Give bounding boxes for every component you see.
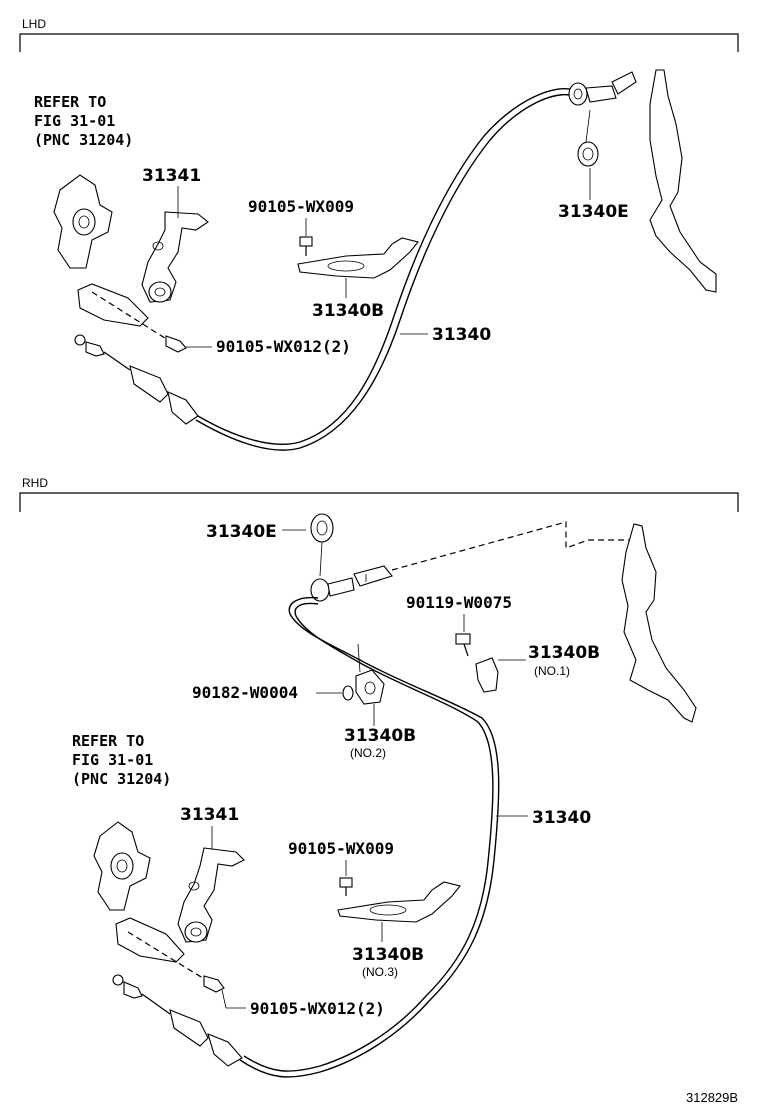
lhd-dash-line [91, 291, 169, 341]
lhd-section: LHD REFER TO FIG 31-01 (PNC 31204) 31341 [19, 17, 739, 451]
lhd-grommet-31340e [577, 109, 599, 200]
lhd-part-31340: 31340 [432, 325, 491, 345]
lhd-cable-31340 [195, 94, 576, 451]
lhd-cable-end-pedal [568, 71, 637, 106]
rhd-release-bracket [177, 847, 245, 943]
rhd-section: RHD 31340E 31340 90119-W0075 [19, 476, 739, 1078]
rhd-refer-line-3: (PNC 31204) [72, 770, 171, 788]
rhd-cable-end-pedal [310, 565, 393, 602]
rhd-note-no2: (NO.2) [350, 746, 386, 760]
lhd-part-bolt-wx012: 90105-WX012(2) [216, 337, 351, 356]
lhd-part-31340e: 31340E [558, 202, 629, 222]
lhd-refer-line-1: REFER TO [34, 93, 106, 111]
lhd-bolt-wx012 [165, 335, 212, 353]
rhd-clutch-fork [93, 821, 151, 911]
rhd-part-31340b-no2: 31340B [344, 726, 416, 746]
rhd-grommet-31340e [310, 513, 334, 577]
rhd-dash-line [127, 931, 207, 981]
lhd-part-31341: 31341 [142, 166, 201, 186]
rhd-part-31340b-no3: 31340B [352, 945, 424, 965]
rhd-part-w0004: 90182-W0004 [192, 683, 298, 702]
rhd-section-label: RHD [22, 476, 48, 490]
lhd-release-bracket [141, 211, 209, 303]
lhd-bracket-line [19, 33, 739, 52]
rhd-part-31340: 31340 [532, 808, 591, 828]
rhd-bracket-31340b-no3 [337, 881, 461, 923]
rhd-bracket-no3-hole [369, 904, 407, 916]
rhd-cable-end-trans [112, 974, 243, 1067]
rhd-refer-line-1: REFER TO [72, 732, 144, 750]
rhd-note-no1: (NO.1) [534, 664, 570, 678]
lhd-refer-line-3: (PNC 31204) [34, 131, 133, 149]
lhd-refer-line-2: FIG 31-01 [34, 112, 115, 130]
rhd-bracket-31340b-no1 [475, 657, 499, 693]
rhd-no2-dash [357, 643, 361, 673]
rhd-dash-link [391, 521, 630, 571]
rhd-bracket-no2-hole [364, 681, 376, 695]
rhd-nut-w0004 [342, 685, 354, 701]
rhd-part-31340e: 31340E [206, 522, 277, 542]
lhd-bolt-wx009 [299, 218, 313, 256]
lhd-cable-31340-inner [197, 88, 576, 445]
figure-code: 312829B [686, 1090, 738, 1105]
rhd-part-31340b-no1: 31340B [528, 643, 600, 663]
lhd-section-label: LHD [22, 17, 46, 31]
lhd-cable-end-trans [74, 334, 199, 425]
rhd-part-w0075: 90119-W0075 [406, 593, 512, 612]
rhd-part-bolt-wx009: 90105-WX009 [288, 839, 394, 858]
rhd-cable-31340-inner [243, 602, 494, 1072]
rhd-bolt-w0075 [455, 614, 471, 657]
rhd-note-no3: (NO.3) [362, 965, 398, 979]
lhd-clutch-pedal [649, 69, 717, 293]
rhd-bracket-31340b-no2 [355, 669, 385, 705]
rhd-bolt-wx009 [339, 860, 353, 896]
rhd-bracket-line [19, 492, 739, 512]
rhd-part-bolt-wx012: 90105-WX012(2) [250, 999, 385, 1018]
rhd-bolt-wx012 [203, 975, 246, 1009]
rhd-part-31341: 31341 [180, 805, 239, 825]
rhd-fork-plate [115, 917, 185, 963]
rhd-clutch-pedal [621, 523, 697, 723]
lhd-part-bolt-wx009: 90105-WX009 [248, 197, 354, 216]
lhd-bracket-31340b [297, 237, 419, 279]
lhd-bracket-hole [327, 260, 365, 272]
lhd-part-31340b: 31340B [312, 301, 384, 321]
rhd-refer-line-2: FIG 31-01 [72, 751, 153, 769]
lhd-clutch-fork [53, 174, 113, 269]
